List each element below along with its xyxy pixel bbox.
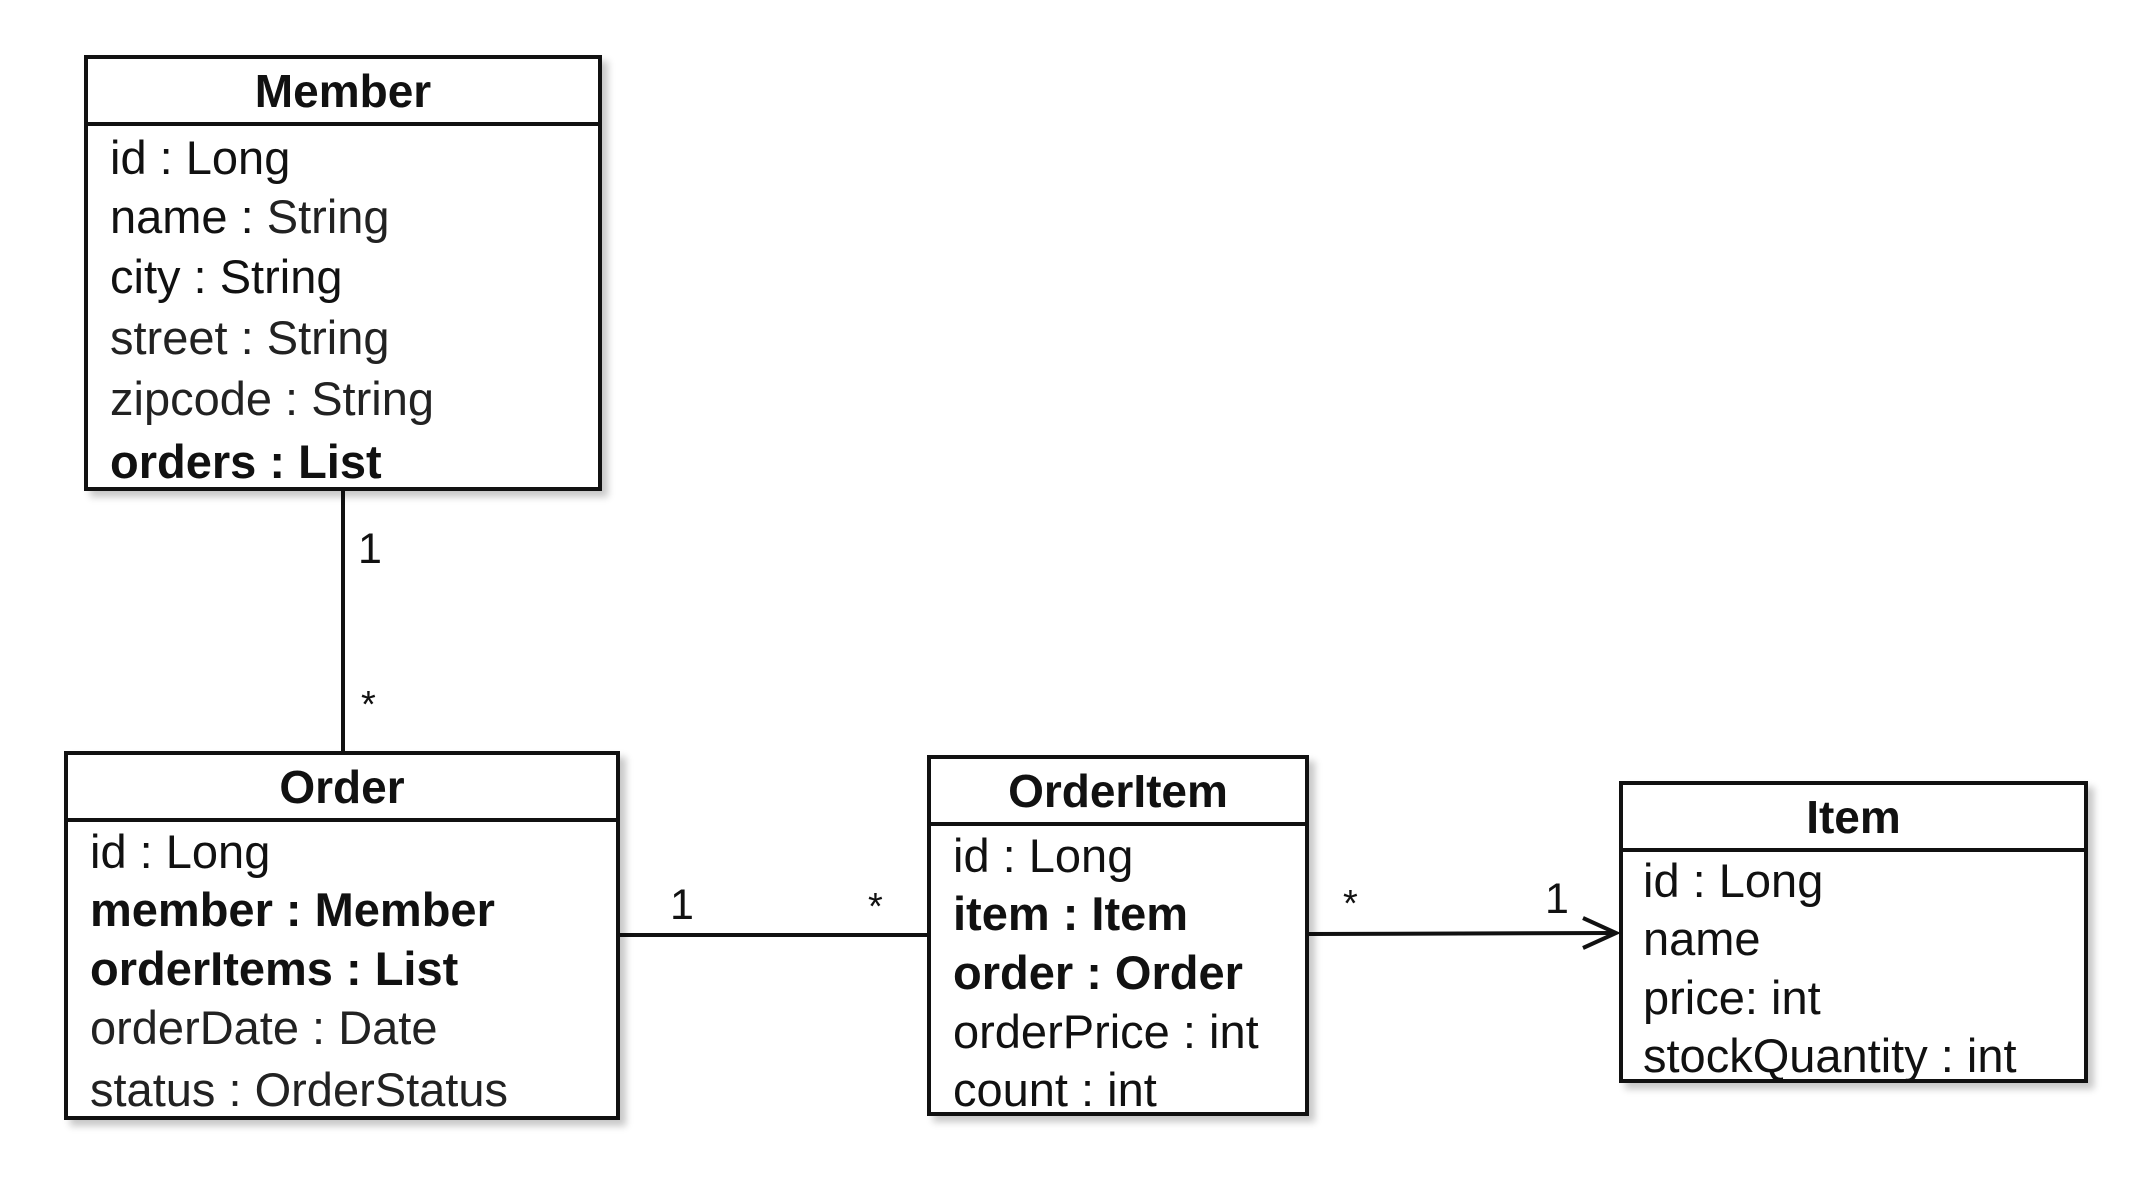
member-class-title: Member: [88, 59, 598, 126]
item-field-price: price: int: [1643, 970, 1821, 1024]
field-type: List: [298, 434, 382, 488]
field-name: id: [110, 130, 147, 184]
order-orderitem-multiplicity-many: *: [868, 886, 883, 928]
member-order-multiplicity-many: *: [361, 684, 376, 726]
order-orderitem-multiplicity-one: 1: [670, 881, 694, 929]
field-type: String: [219, 250, 343, 303]
orderitem-class-box: OrderItem id : Long item : Item order : …: [927, 755, 1309, 1116]
field-name: member: [90, 883, 273, 936]
order-class-title: Order: [68, 755, 616, 822]
orderitem-class-title: OrderItem: [931, 759, 1305, 826]
orderitem-field-item: item : Item: [953, 887, 1189, 940]
field-name: id: [90, 824, 127, 878]
order-field-status: status : OrderStatus: [90, 1062, 508, 1116]
field-name: zipcode: [110, 371, 272, 425]
item-field-id: id : Long: [1643, 854, 1824, 907]
item-class-box: Item id : Long name price: int stockQuan…: [1619, 781, 2088, 1083]
member-field-city: city : String: [110, 250, 343, 303]
field-type: Item: [1091, 887, 1189, 940]
item-field-stockquantity: stockQuantity : int: [1643, 1029, 2017, 1082]
order-field-id: id : Long: [90, 824, 271, 878]
orderitem-field-order: order : Order: [953, 946, 1243, 999]
member-field-name: name : String: [110, 189, 390, 243]
field-name: name: [1643, 912, 1761, 965]
field-type: OrderStatus: [254, 1062, 508, 1116]
orderitem-item-multiplicity-one: 1: [1545, 875, 1569, 923]
orderitem-field-count: count : int: [953, 1063, 1157, 1116]
orderitem-field-id: id : Long: [953, 828, 1134, 882]
order-field-member: member : Member: [90, 883, 495, 936]
member-field-street: street : String: [110, 310, 390, 364]
field-name: count: [953, 1063, 1068, 1116]
item-field-name: name: [1643, 909, 2084, 968]
field-name: city: [110, 250, 181, 303]
field-type: Member: [314, 883, 495, 936]
field-type: Long: [185, 130, 291, 184]
order-class-fields: id : Long member : Member orderItems : L…: [68, 822, 616, 1121]
orderitem-class-fields: id : Long item : Item order : Order orde…: [931, 826, 1305, 1119]
navigation-arrow-icon: [1582, 916, 1621, 950]
field-name: name: [110, 189, 228, 243]
field-name: id: [953, 828, 990, 882]
order-class-box: Order id : Long member : Member orderIte…: [64, 751, 620, 1120]
item-class-title: Item: [1623, 785, 2084, 852]
member-order-multiplicity-one: 1: [358, 525, 382, 573]
field-type: Date: [338, 1000, 438, 1054]
item-class-fields: id : Long name price: int stockQuantity …: [1623, 852, 2084, 1085]
order-field-orderitems: orderItems : List: [90, 941, 459, 995]
field-type: List: [374, 941, 459, 995]
field-type: int: [1771, 970, 1821, 1024]
member-class-box: Member id : Long name : String city : St…: [84, 55, 602, 491]
field-type: String: [311, 371, 434, 425]
field-name: order: [953, 946, 1074, 999]
field-type: String: [266, 189, 390, 243]
field-name: id: [1643, 854, 1680, 907]
member-field-id: id : Long: [110, 130, 291, 184]
member-class-fields: id : Long name : String city : String st…: [88, 126, 598, 493]
field-type: Long: [165, 824, 271, 878]
field-type: int: [1966, 1029, 2017, 1082]
field-name: orders: [110, 434, 257, 488]
orderitem-item-multiplicity-many: *: [1343, 883, 1358, 925]
field-type: int: [1209, 1004, 1259, 1058]
field-name: status: [90, 1062, 216, 1116]
field-name: price: [1643, 970, 1745, 1024]
field-type: String: [266, 310, 390, 364]
member-field-zipcode: zipcode : String: [110, 371, 434, 425]
member-field-orders: orders : List: [110, 434, 382, 488]
orderitem-item-association-line: [1308, 931, 1616, 936]
field-type: int: [1107, 1063, 1157, 1116]
field-name: item: [953, 887, 1050, 940]
field-name: orderPrice: [953, 1004, 1170, 1058]
field-name: orderDate: [90, 1000, 299, 1054]
field-name: stockQuantity: [1643, 1029, 1928, 1082]
field-name: orderItems: [90, 941, 333, 995]
field-name: street: [110, 310, 228, 364]
field-type: Long: [1718, 854, 1824, 907]
order-field-orderdate: orderDate : Date: [90, 1000, 438, 1054]
field-type: Long: [1028, 828, 1134, 882]
field-type: Order: [1114, 946, 1243, 999]
orderitem-field-orderprice: orderPrice : int: [953, 1004, 1259, 1058]
